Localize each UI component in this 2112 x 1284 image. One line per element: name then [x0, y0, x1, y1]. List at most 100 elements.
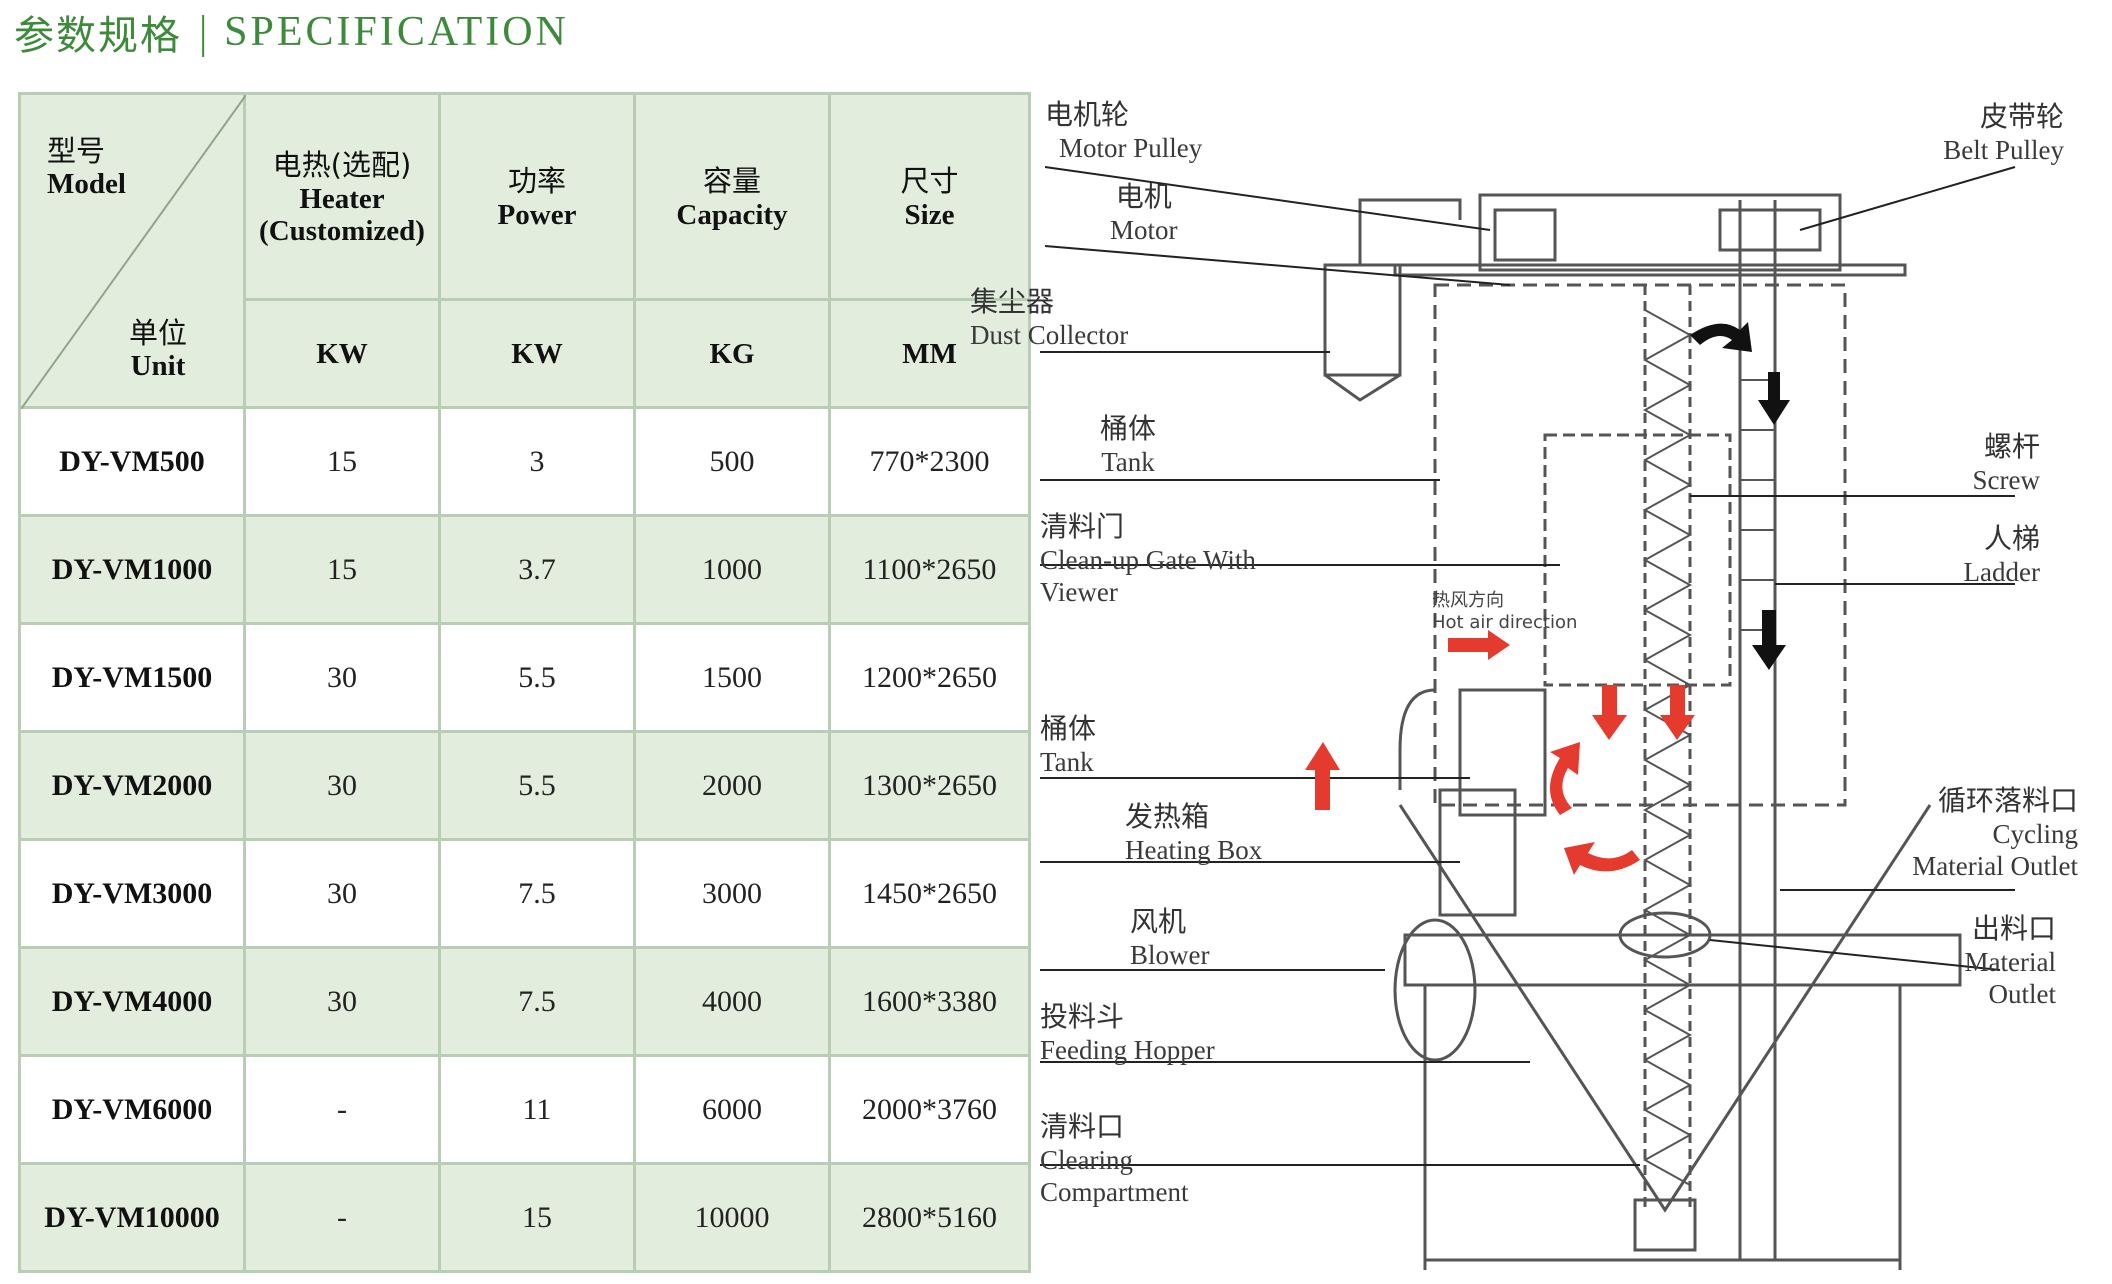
specification-table-container: 型号 Model 单位 Unit 电热(选配) Heater (Customiz… — [18, 92, 1031, 1280]
label-belt-pulley-en: Belt Pulley — [1943, 135, 2064, 165]
label-material-outlet-en2: Outlet — [1988, 979, 2057, 1009]
tank-shell — [1433, 283, 1847, 807]
power-header-cn: 功率 — [507, 163, 566, 198]
corner-diagonal — [21, 95, 246, 409]
model-cell: DY-VM10000 — [18, 1162, 246, 1273]
heater-unit: KW — [243, 298, 441, 409]
specification-table: 型号 Model 单位 Unit 电热(选配) Heater (Customiz… — [18, 92, 1031, 1273]
capacity-cell: 10000 — [633, 1162, 831, 1273]
label-material-outlet-cn: 出料口 — [1971, 912, 2056, 945]
label-tank-lower-en: Tank — [1040, 747, 1094, 777]
heater-cell: 30 — [243, 946, 441, 1057]
header-title-en: SPECIFICATION — [224, 9, 569, 55]
label-ladder-cn: 人梯 — [1983, 522, 2040, 555]
dust-collector-bottom — [1324, 373, 1401, 402]
power-cell: 3.7 — [438, 514, 636, 625]
model-header: 型号 Model — [47, 135, 126, 201]
power-cell: 3 — [438, 406, 636, 517]
material-arrow-down — [1752, 610, 1786, 670]
label-heating-box: 发热箱 Heating Box — [1125, 800, 1262, 866]
size-cell: 1200*2650 — [828, 622, 1031, 733]
model-header-cn: 型号 — [47, 134, 106, 168]
screw-helix — [1642, 309, 1693, 1186]
table-row: DY-VM4000 30 7.5 4000 1600*3380 — [18, 946, 1031, 1057]
label-blower-cn: 风机 — [1130, 905, 1187, 938]
label-tank-lower: 桶体 Tank — [1040, 712, 1096, 778]
hot-air-arrow-curve — [1550, 742, 1580, 815]
label-tank-upper-en: Tank — [1101, 447, 1155, 477]
label-material-outlet-en: Material — [1964, 947, 2056, 977]
material-arrow-top — [1690, 322, 1752, 352]
label-motor-pulley-en: Motor Pulley — [1059, 133, 1203, 163]
heater-header-en2: (Customized) — [259, 214, 425, 247]
heating-box-lower — [1438, 788, 1517, 917]
size-cell: 1450*2650 — [828, 838, 1031, 949]
label-cycling-outlet-en2: Material Outlet — [1912, 851, 2078, 881]
size-header-en: Size — [904, 198, 955, 231]
capacity-cell: 4000 — [633, 946, 831, 1057]
label-clearing-en: Clearing — [1040, 1145, 1133, 1175]
capacity-cell: 2000 — [633, 730, 831, 841]
model-cell: DY-VM1500 — [18, 622, 246, 733]
hot-air-arrow-up — [1305, 742, 1340, 810]
header-separator: | — [196, 7, 211, 57]
label-blower-en: Blower — [1130, 940, 1210, 970]
capacity-cell: 500 — [633, 406, 831, 517]
unit-header-en: Unit — [130, 350, 186, 382]
model-cell: DY-VM4000 — [18, 946, 246, 1057]
material-arrow-right-down — [1758, 372, 1790, 425]
capacity-cell: 1000 — [633, 514, 831, 625]
blower-duct — [1398, 688, 1436, 790]
label-motor-pulley-cn: 电机轮 — [1045, 98, 1130, 131]
corner-cell: 型号 Model 单位 Unit — [18, 92, 246, 409]
dust-collector-shape — [1323, 263, 1402, 377]
heater-cell: 15 — [243, 406, 441, 517]
material-flow-arrows — [1690, 322, 1790, 670]
label-dust-collector-cn: 集尘器 — [970, 285, 1055, 318]
table-row: DY-VM3000 30 7.5 3000 1450*2650 — [18, 838, 1031, 949]
label-blower: 风机 Blower — [1130, 905, 1209, 971]
label-clean-gate-cn: 清料门 — [1040, 510, 1125, 543]
header-title-cn: 参数规格 — [14, 13, 182, 59]
size-cell: 2000*3760 — [828, 1054, 1031, 1165]
duct — [1358, 198, 1462, 265]
hot-air-arrow-bottom — [1564, 842, 1640, 875]
hopper-band — [1403, 933, 1962, 987]
label-clearing: 清料口 Clearing Compartment — [1040, 1110, 1188, 1208]
label-hot-air-en: Hot air direction — [1432, 612, 1578, 633]
table-row: DY-VM500 15 3 500 770*2300 — [18, 406, 1031, 517]
label-material-outlet: 出料口 Material Outlet — [1965, 912, 2056, 1010]
table-row: DY-VM1000 15 3.7 1000 1100*2650 — [18, 514, 1031, 625]
model-cell: DY-VM500 — [18, 406, 246, 517]
power-header-en: Power — [497, 198, 577, 231]
page-header: 参数规格 | SPECIFICATION — [14, 4, 569, 60]
label-ladder: 人梯 Ladder — [1964, 522, 2040, 588]
label-heating-box-cn: 发热箱 — [1125, 800, 1210, 833]
label-clean-gate-en2: Viewer — [1040, 577, 1118, 607]
power-cell: 5.5 — [438, 730, 636, 841]
motor-pulley-shape — [1493, 208, 1557, 262]
label-heating-box-en: Heating Box — [1125, 835, 1263, 865]
blower-shape — [1393, 918, 1477, 1062]
heater-cell: 30 — [243, 838, 441, 949]
label-ladder-en: Ladder — [1963, 557, 2040, 587]
model-header-en: Model — [47, 168, 126, 200]
label-motor-pulley: 电机轮 Motor Pulley — [1045, 98, 1202, 164]
table-row: DY-VM1500 30 5.5 1500 1200*2650 — [18, 622, 1031, 733]
power-cell: 7.5 — [438, 946, 636, 1057]
label-dust-collector: 集尘器 Dust Collector — [970, 285, 1128, 351]
label-feeding-hopper-en: Feeding Hopper — [1040, 1035, 1215, 1065]
label-clearing-cn: 清料口 — [1040, 1110, 1125, 1143]
unit-header: 单位 Unit — [129, 317, 187, 383]
clearing-compartment-shape — [1633, 1198, 1697, 1252]
label-clearing-en2: Compartment — [1040, 1177, 1189, 1207]
label-motor-cn: 电机 — [1115, 180, 1172, 213]
machine-drawing — [970, 166, 2016, 1270]
heater-cell: - — [243, 1162, 441, 1273]
belt-pulley-shape — [1718, 208, 1822, 252]
leader-lines — [970, 166, 2016, 1166]
model-cell: DY-VM1000 — [18, 514, 246, 625]
label-cycling-outlet: 循环落料口 Cycling Material Outlet — [1912, 784, 2078, 882]
hot-air-arrow-down-2 — [1660, 685, 1695, 740]
capacity-header: 容量 Capacity — [633, 92, 831, 301]
